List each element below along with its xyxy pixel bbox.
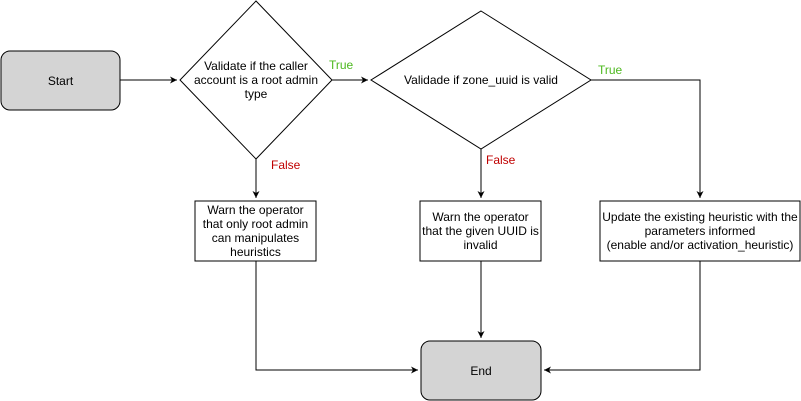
edge-warn-root-to-end: [255, 261, 418, 374]
end-terminal-shape: [420, 340, 542, 401]
update-heuristic-box-shape: [599, 200, 801, 262]
warn-root-admin-label: Warn the operator that only root admin c…: [202, 203, 309, 259]
zone-uuid-decision-label: Validade if zone_uuid is valid: [404, 73, 558, 87]
uuid-false-edge-label: False: [486, 153, 516, 167]
end-terminal-label: End: [470, 363, 492, 378]
root-false-edge-label: False: [271, 158, 301, 172]
update-heuristic-label: Update the existing heuristic with the p…: [602, 210, 798, 252]
warn-invalid-uuid-box-shape: [419, 200, 542, 262]
root-true-edge-label: True: [329, 58, 354, 72]
edge-update-to-end: [544, 261, 701, 374]
uuid-true-edge-label: True: [598, 63, 623, 77]
root-admin-decision-label: Validate if the caller account is a root…: [193, 59, 319, 101]
warn-invalid-uuid-label: Warn the operator that the given UUID is…: [422, 210, 539, 252]
edge-uuid-true-to-update: [591, 79, 704, 198]
start-terminal-label: Start: [47, 73, 74, 88]
